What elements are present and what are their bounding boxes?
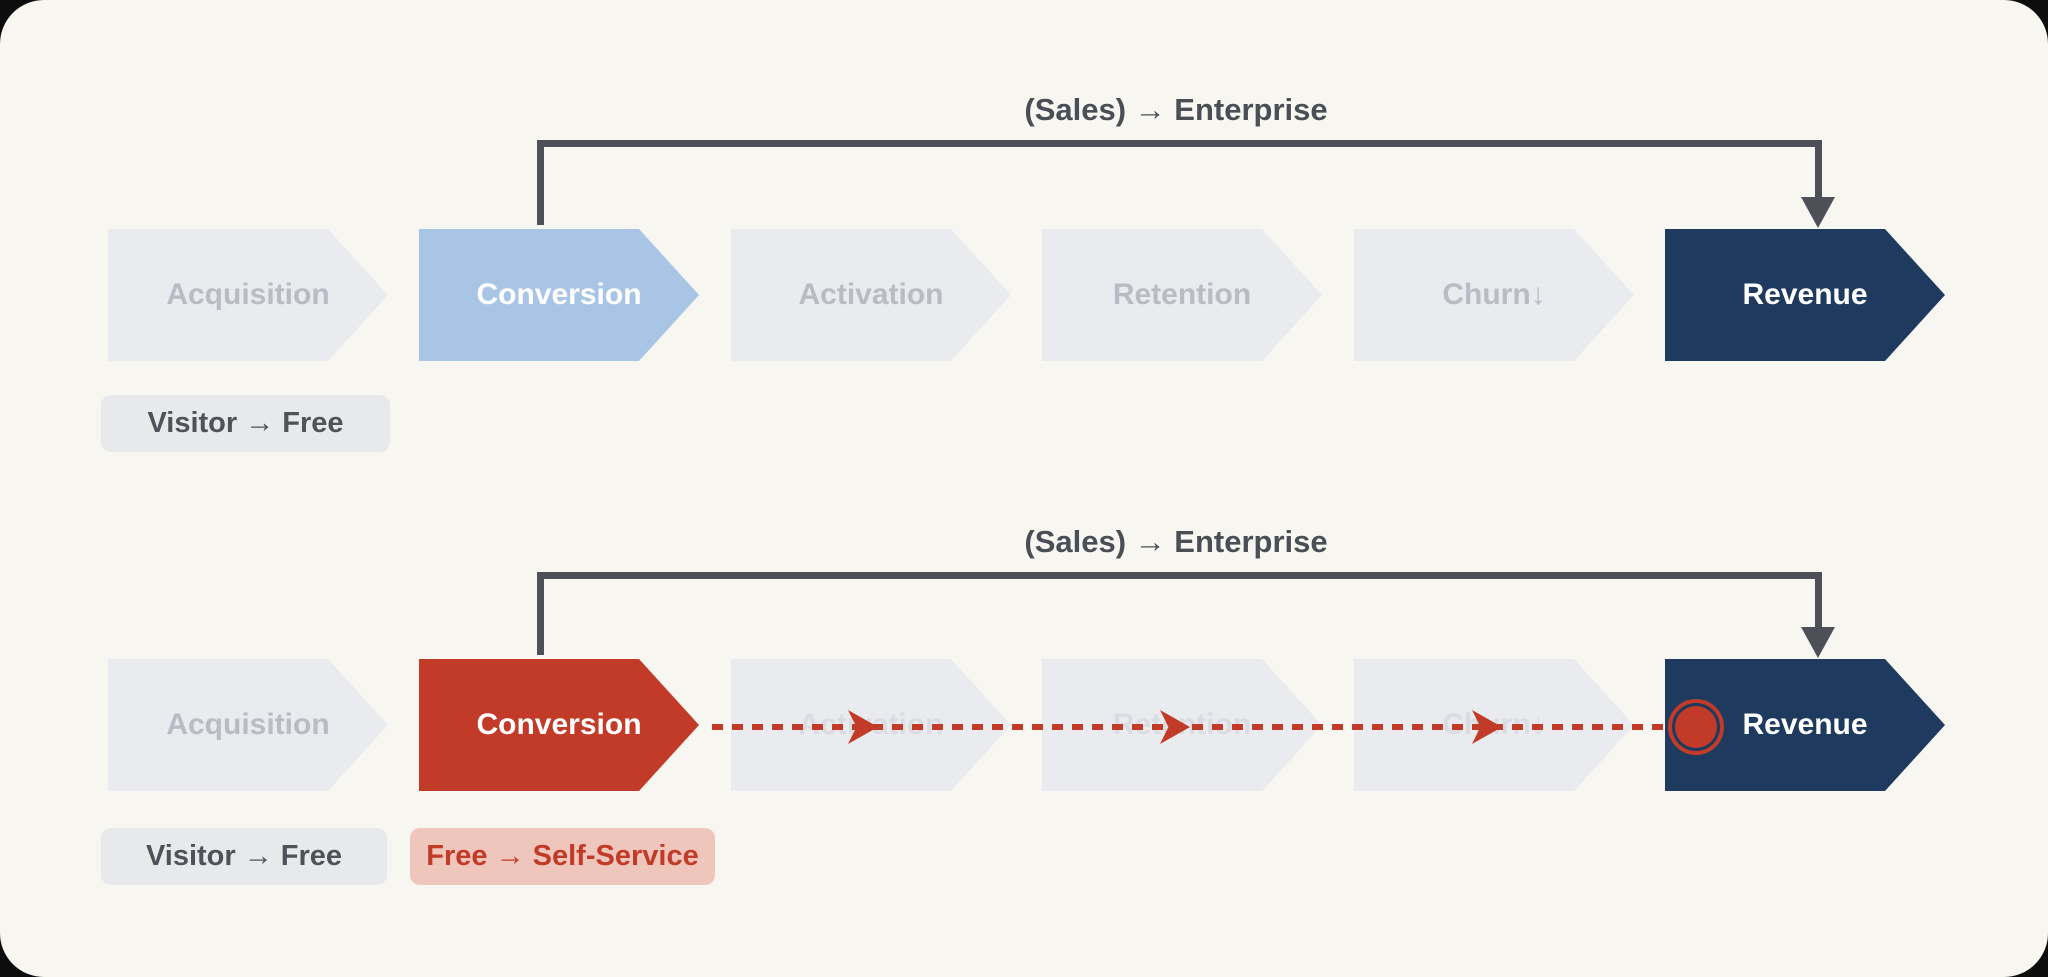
stage-retention: Retention [1042,229,1322,361]
pill-label: Visitor → Free [145,840,343,872]
sales-bracket-right-line [1815,140,1822,199]
stage-label: Conversion [476,708,642,741]
pill-free-self-service: Free → Self-Service [410,828,715,885]
sales-bracket-label: (Sales) → Enterprise [1024,524,1328,559]
stage-revenue: Revenue [1665,659,1945,791]
stage-churn: Churn↓ [1354,229,1634,361]
stage-label: Retention [1112,278,1252,311]
sales-bracket-label: (Sales) → Enterprise [1024,92,1328,127]
stage-label: Churn↓ [1442,278,1546,311]
stage-label: Conversion [476,278,642,311]
stage-activation: Activation [731,229,1011,361]
pill-label: Visitor → Free [147,407,344,439]
stage-label: Activation [798,278,944,311]
sales-bracket-left-line [537,572,544,655]
pill-visitor-free: Visitor → Free [101,395,390,452]
sales-bracket-horizontal-line [537,572,1822,579]
sales-bracket-right-line [1815,572,1822,628]
stage-label: Revenue [1742,278,1868,311]
stage-acquisition: Acquisition [108,659,388,791]
down-arrowhead-icon [1801,197,1835,228]
stage-revenue: Revenue [1665,229,1945,361]
sales-bracket-left-line [537,140,544,225]
stage-conversion: Conversion [419,659,699,791]
pill-label: Free → Self-Service [426,840,699,872]
revenue-target-marker-icon [1668,699,1724,755]
down-arrowhead-icon [1801,627,1835,658]
stage-label: Acquisition [166,278,330,311]
stage-conversion: Conversion [419,229,699,361]
stage-label: Acquisition [166,708,330,741]
stage-label: Revenue [1742,708,1868,741]
sales-bracket-horizontal-line [537,140,1822,147]
stage-acquisition: Acquisition [108,229,388,361]
pill-visitor-free: Visitor → Free [101,828,387,885]
